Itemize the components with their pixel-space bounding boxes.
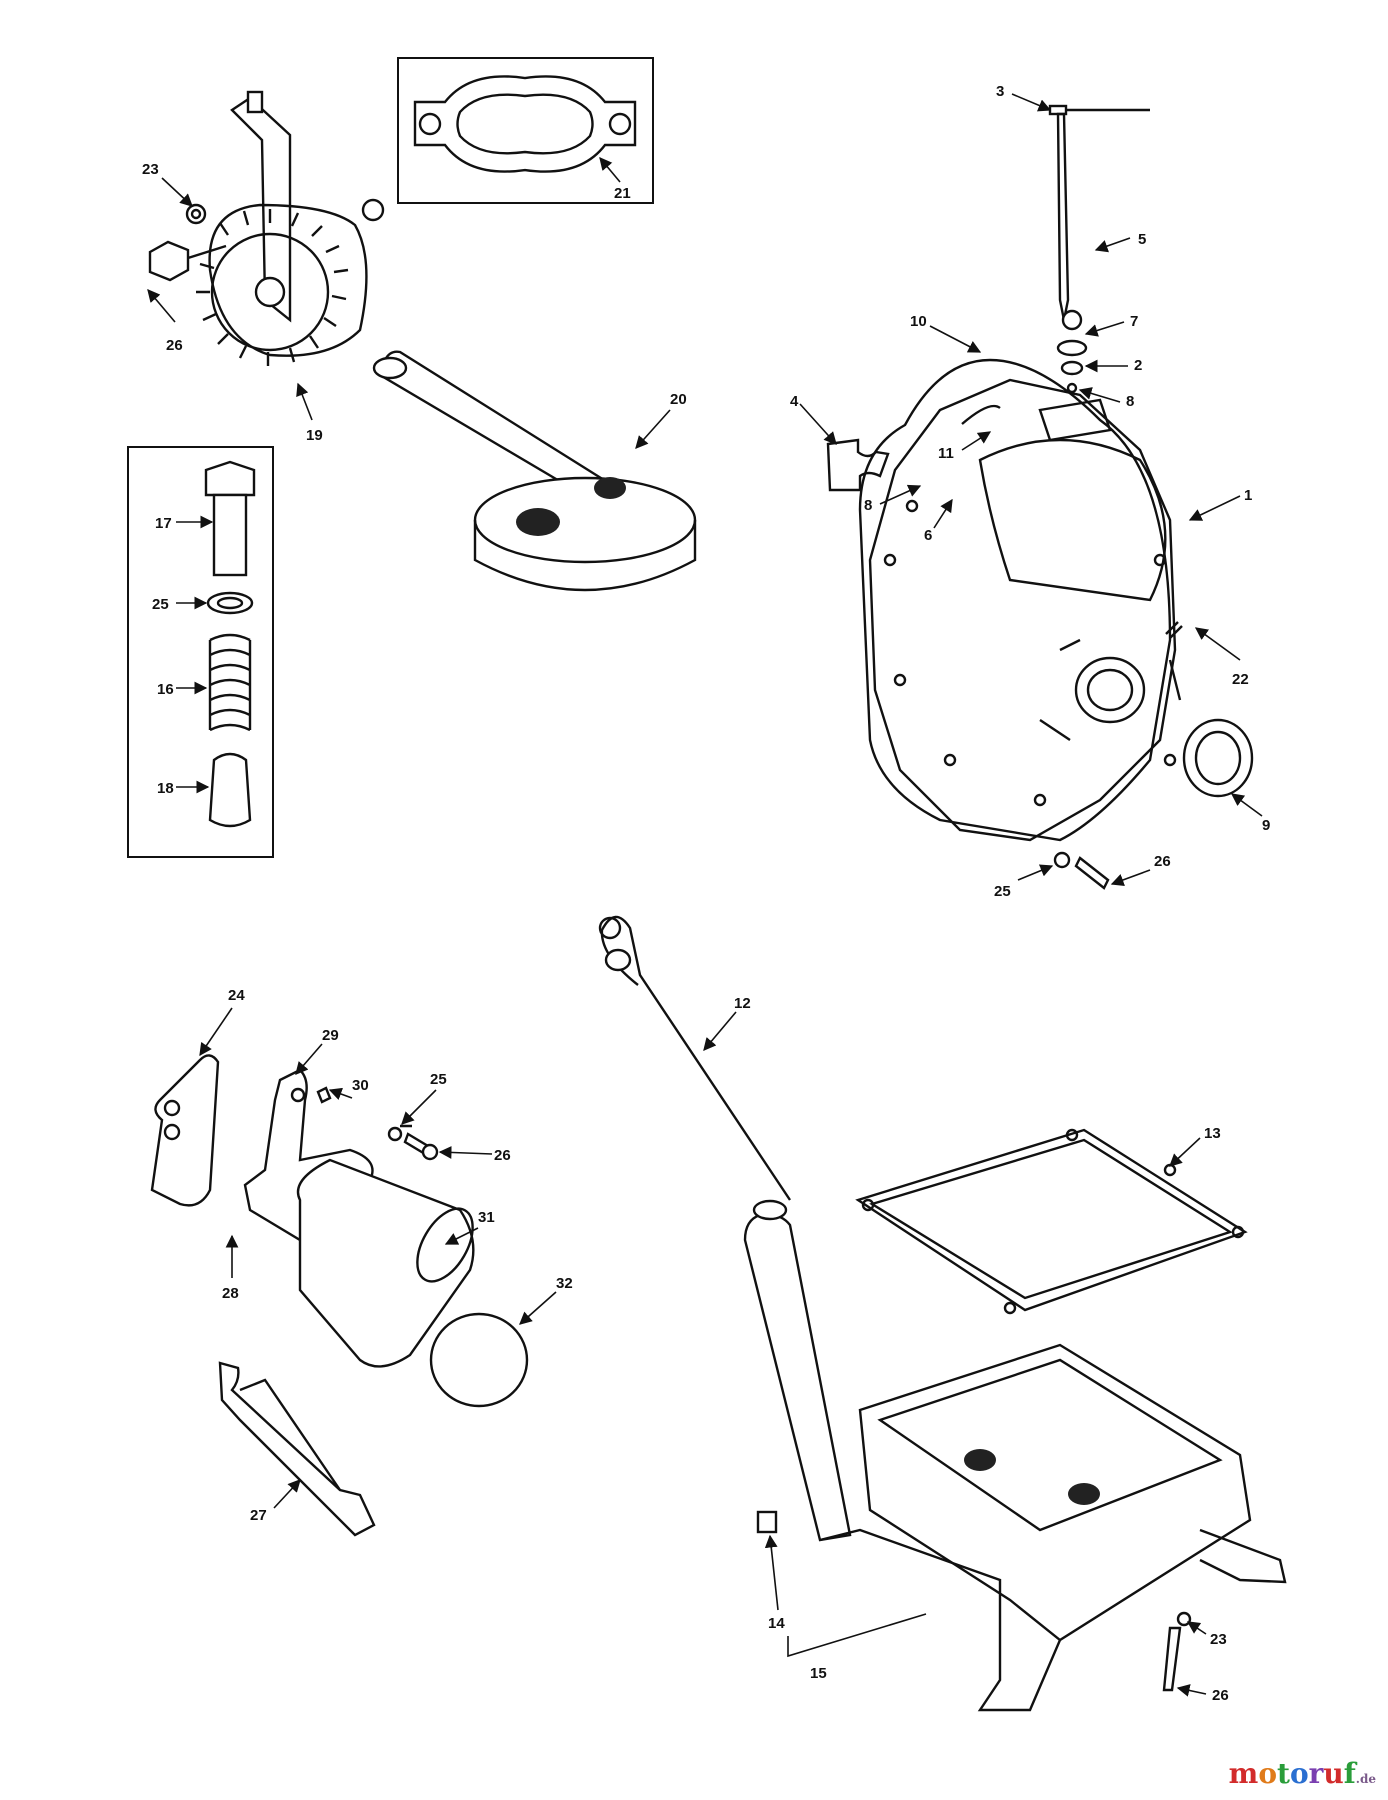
- brand-name: motoruf: [1229, 1757, 1356, 1790]
- callout-23: 23: [142, 161, 159, 178]
- callout-26c: 26: [494, 1147, 511, 1164]
- callout-1: 1: [1244, 487, 1252, 504]
- bracket-part: [826, 438, 890, 492]
- oil-seal: [1182, 718, 1254, 798]
- callout-32: 32: [556, 1275, 573, 1292]
- callout-4: 4: [790, 393, 799, 410]
- oil-filter-assembly: [150, 1054, 529, 1537]
- callout-30: 30: [352, 1077, 369, 1094]
- callout-7: 7: [1130, 313, 1138, 330]
- callout-21: 21: [614, 185, 631, 202]
- callout-22: 22: [1232, 671, 1249, 688]
- callout-9: 9: [1262, 817, 1270, 834]
- callout-26: 26: [1154, 853, 1171, 870]
- callout-2: 2: [1134, 357, 1142, 374]
- brand-letter: r: [1308, 1757, 1324, 1790]
- callout-14: 14: [768, 1615, 785, 1632]
- callout-31: 31: [478, 1209, 495, 1226]
- callout-26b: 26: [166, 337, 183, 354]
- callout-25: 25: [994, 883, 1011, 900]
- brand-letter: u: [1323, 1757, 1344, 1790]
- callout-12: 12: [734, 995, 751, 1012]
- cover-bolt-and-washer: [1053, 851, 1110, 890]
- pin-part: [1165, 621, 1183, 639]
- relief-valve-inset: [127, 446, 274, 858]
- brand-letter: o: [1258, 1757, 1277, 1790]
- brand-letter: t: [1277, 1757, 1290, 1790]
- callout-27: 27: [250, 1507, 267, 1524]
- callout-29: 29: [322, 1027, 339, 1044]
- oil-pan-assembly: [598, 915, 1287, 1712]
- callout-20: 20: [670, 391, 687, 408]
- callout-8b: 8: [864, 497, 872, 514]
- brand-letter: o: [1289, 1757, 1309, 1790]
- brand-watermark: motoruf.de: [1229, 1757, 1376, 1790]
- callout-6: 6: [924, 527, 932, 544]
- callout-5: 5: [1138, 231, 1146, 248]
- callout-26d: 26: [1212, 1687, 1229, 1704]
- oil-pickup-screen: [372, 350, 697, 592]
- gasket-inset-21: [397, 57, 654, 204]
- callout-19: 19: [306, 427, 323, 444]
- oil-pump-assembly: [148, 90, 385, 366]
- callout-23b: 23: [1210, 1631, 1227, 1648]
- brand-letter: f: [1343, 1757, 1356, 1790]
- callout-28: 28: [222, 1285, 239, 1302]
- timing-cover-assembly: [858, 358, 1182, 842]
- callout-25c: 25: [430, 1071, 447, 1088]
- callout-leaders: [147, 93, 1263, 1697]
- callout-labels: 3 5 7 2 8 10 4 11 1 8 6 22 9 25 26 23 21…: [142, 83, 1270, 1704]
- callout-11: 11: [938, 445, 954, 462]
- callout-25b: 25: [152, 596, 169, 613]
- callout-16: 16: [157, 681, 174, 698]
- callout-18: 18: [157, 780, 174, 797]
- callout-24: 24: [228, 987, 245, 1004]
- dipstick-governor-rod: [1048, 104, 1150, 394]
- callout-13: 13: [1204, 1125, 1221, 1142]
- callout-15: 15: [810, 1665, 827, 1682]
- callout-10: 10: [910, 313, 927, 330]
- callout-17: 17: [155, 515, 172, 532]
- callout-8: 8: [1126, 393, 1134, 410]
- callout-3: 3: [996, 83, 1004, 100]
- brand-suffix: .de: [1355, 1772, 1376, 1786]
- brand-letter: m: [1228, 1757, 1259, 1790]
